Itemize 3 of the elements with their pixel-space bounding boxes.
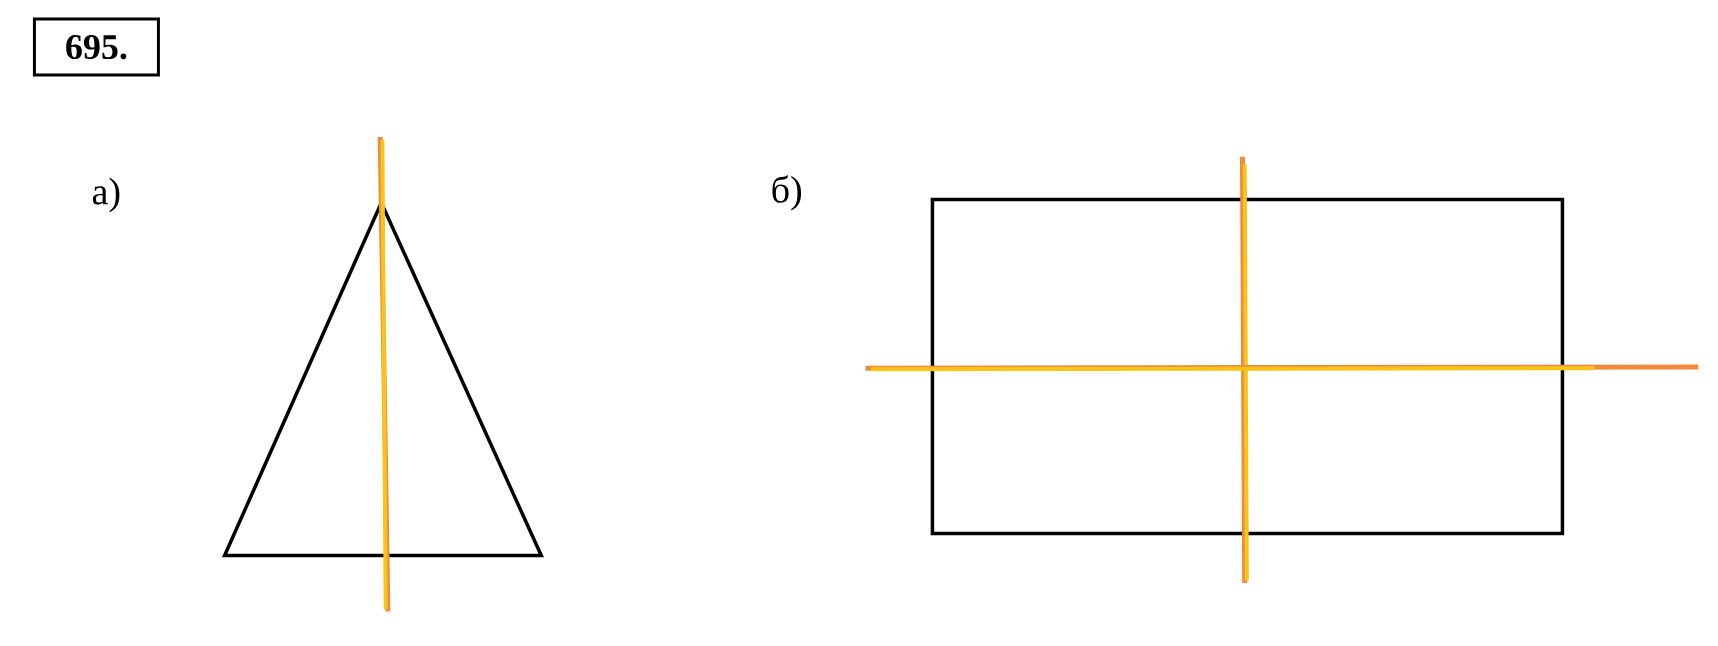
problem-number: 695. xyxy=(32,17,160,77)
figure-label: а) xyxy=(92,177,120,213)
figure-label: б) xyxy=(772,175,801,211)
